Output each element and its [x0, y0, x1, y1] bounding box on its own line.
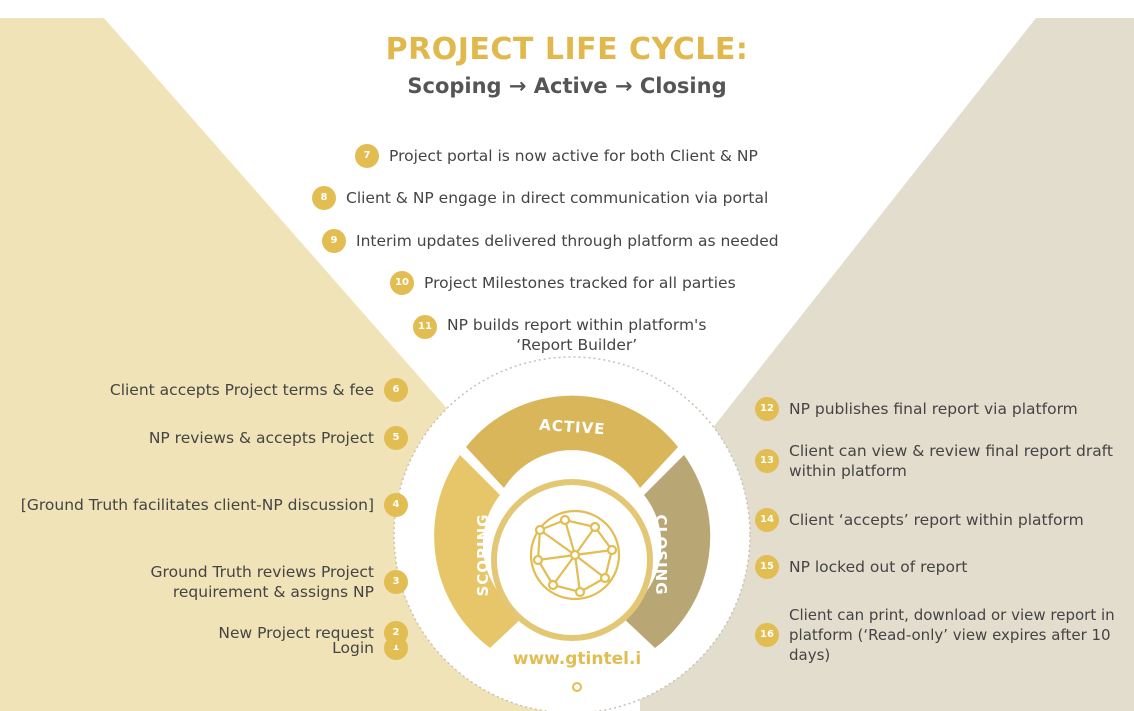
step-number-badge: 10: [390, 271, 414, 295]
step-number-badge: 6: [384, 378, 408, 402]
active-segment: [466, 395, 678, 488]
step-number-badge: 14: [755, 508, 779, 532]
closing-label: CLOSING: [652, 514, 670, 595]
step-6: 6 Client accepts Project terms & fee: [110, 378, 408, 402]
step-text: NP locked out of report: [789, 558, 968, 576]
step-number-badge: 13: [755, 449, 779, 473]
step-number-badge: 9: [322, 229, 346, 253]
step-15: 15 NP locked out of report: [755, 555, 967, 579]
step-number-badge: 8: [312, 186, 336, 210]
website-url: www.gtintel.i: [513, 649, 641, 669]
diagram-title: PROJECT LIFE CYCLE:: [385, 32, 749, 67]
step-text: NP reviews & accepts Project: [148, 429, 374, 447]
step-number-badge: 4: [384, 493, 408, 517]
step-text: Ground Truth reviews Project requirement…: [150, 563, 374, 601]
closing-panel: [640, 18, 1134, 711]
step-5: 5 NP reviews & accepts Project: [149, 426, 408, 450]
step-8: 8 Client & NP engage in direct communica…: [312, 186, 768, 210]
step-13: 13 Client can view & review final report…: [755, 441, 1113, 481]
step-text: Project Milestones tracked for all parti…: [424, 274, 736, 292]
diagram-subtitle: Scoping → Active → Closing: [407, 74, 727, 98]
network-globe-icon: [529, 509, 621, 601]
step-4: 4 [Ground Truth facilitates client-NP di…: [21, 493, 408, 517]
step-11: 11 NP builds report within platform's ‘R…: [413, 315, 706, 355]
step-text: Login: [332, 639, 374, 657]
step-9: 9 Interim updates delivered through plat…: [322, 229, 779, 253]
step-text: Client can print, download or view repor…: [789, 606, 1115, 664]
active-label: ACTIVE: [539, 416, 606, 439]
url-dot-icon: [572, 682, 582, 692]
step-text: New Project request: [218, 624, 374, 642]
scoping-label: SCOPING: [474, 513, 492, 596]
step-10: 10 Project Milestones tracked for all pa…: [390, 271, 736, 295]
step-number-badge: 12: [755, 397, 779, 421]
step-text: Interim updates delivered through platfo…: [356, 232, 779, 250]
step-2: 2 New Project request: [218, 621, 408, 645]
step-number-badge: 2: [384, 621, 408, 645]
step-number-badge: 3: [384, 570, 408, 594]
step-text: NP publishes final report via platform: [789, 400, 1078, 418]
step-number-badge: 16: [755, 623, 779, 647]
step-number-badge: 15: [755, 555, 779, 579]
step-text: [Ground Truth facilitates client-NP disc…: [20, 496, 374, 514]
step-number-badge: 5: [384, 426, 408, 450]
step-text: Client ‘accepts’ report within platform: [789, 511, 1084, 529]
step-number-badge: 11: [413, 315, 437, 339]
step-text: Project portal is now active for both Cl…: [389, 147, 758, 165]
step-14: 14 Client ‘accepts’ report within platfo…: [755, 508, 1084, 532]
step-text: Client accepts Project terms & fee: [109, 381, 374, 399]
step-3: 3 Ground Truth reviews Project requireme…: [151, 562, 408, 602]
step-text: Client & NP engage in direct communicati…: [346, 189, 769, 207]
step-16: 16 Client can print, download or view re…: [755, 605, 1134, 665]
step-12: 12 NP publishes final report via platfor…: [755, 397, 1078, 421]
step-text: NP builds report within platform's ‘Repo…: [447, 316, 707, 354]
step-text: Client can view & review final report dr…: [789, 442, 1113, 480]
step-number-badge: 7: [355, 144, 379, 168]
step-7: 7 Project portal is now active for both …: [355, 144, 758, 168]
